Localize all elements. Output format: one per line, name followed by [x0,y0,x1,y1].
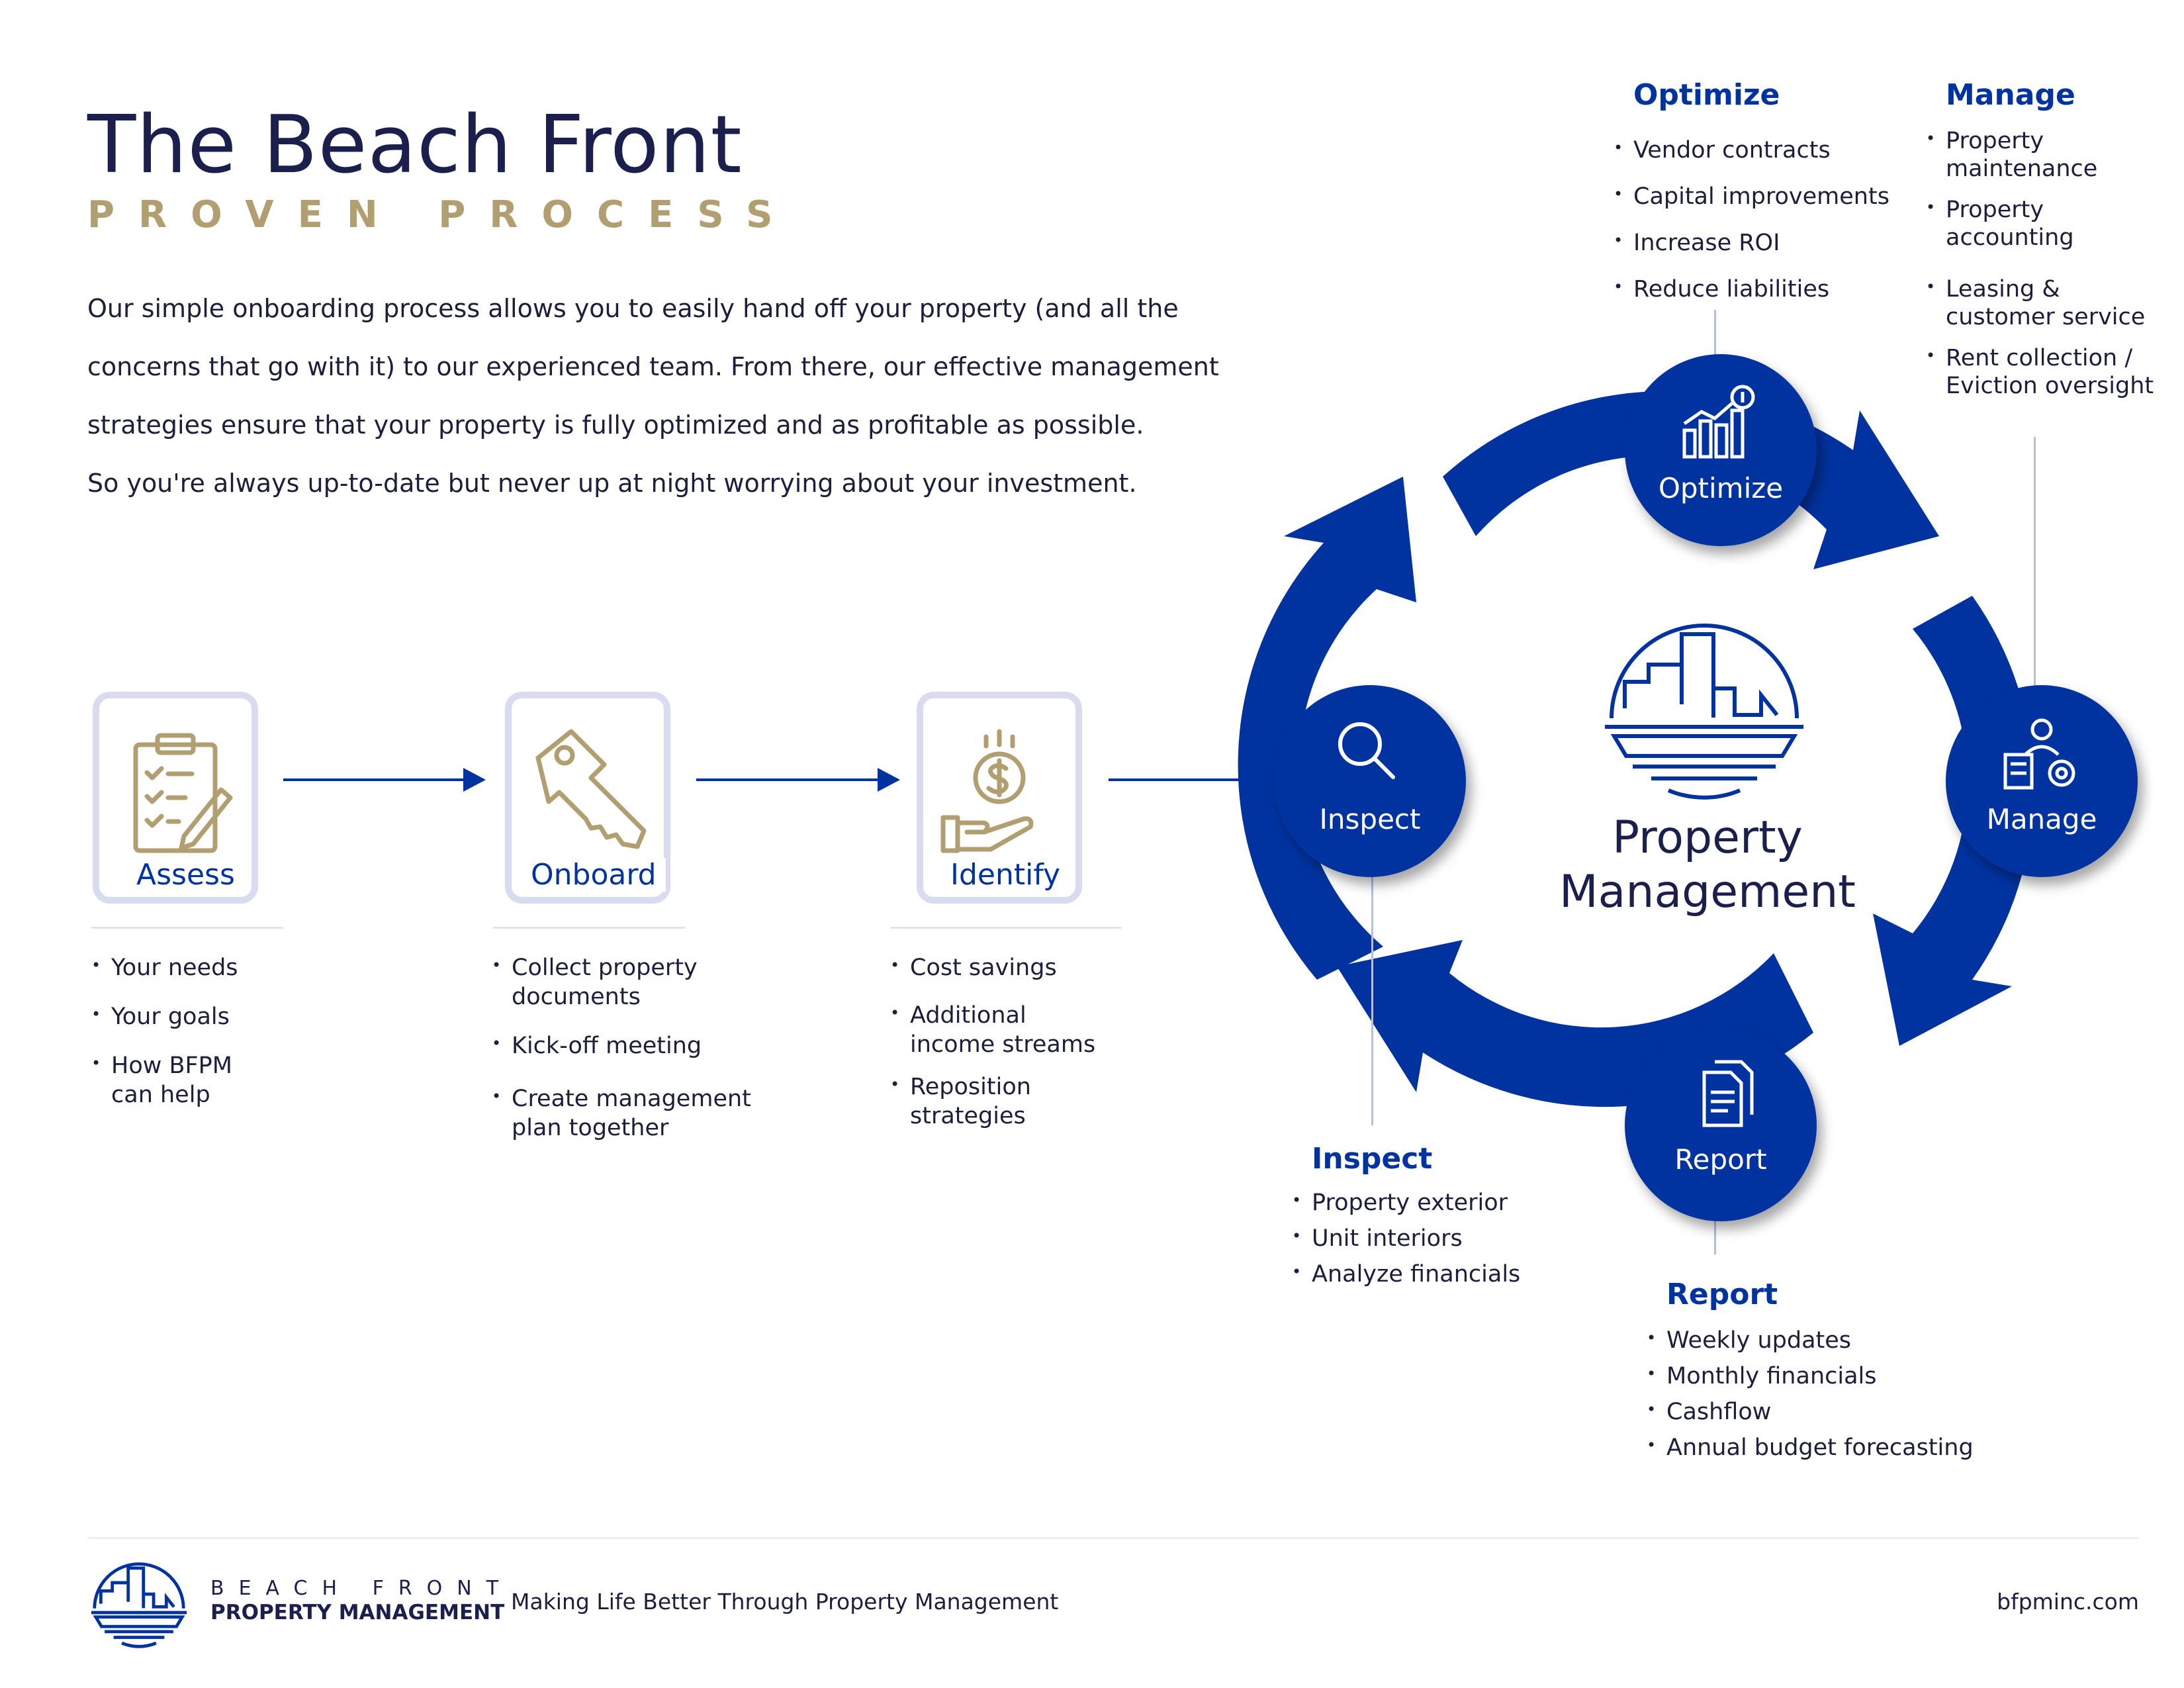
list-item: Property exterior [1292,1182,1520,1221]
list-item: Kick-off meeting [492,1029,751,1060]
intro-line: concerns that go with it) to our experie… [87,352,1219,381]
assess-bullets: Your needs Your goals How BFPM can help [91,951,238,1109]
company-logo-icon [1605,624,1803,800]
intro-line: Our simple onboarding process allows you… [87,294,1179,323]
optimize-node-label: Optimize [1658,472,1784,504]
list-item: customer service [1946,304,2146,330]
brand-name-top: BEACH FRONT [210,1577,514,1600]
divider [91,927,283,929]
list-item: Weekly updates [1647,1320,1974,1358]
report-node: Report [1625,1029,1817,1221]
documents-icon [1702,1060,1754,1127]
arrow-head-icon [878,768,900,792]
onboard-bullets: Collect property documents Kick-off meet… [492,951,751,1143]
manage-node: Manage [1946,685,2138,877]
clipboard-checklist-icon [133,733,233,853]
list-item: income streams [910,1031,1096,1058]
connector-line [1371,861,1373,1125]
connector-line [2034,437,2036,702]
report-details-title: Report [1666,1278,1778,1311]
list-item: Annual budget forecasting [1647,1427,1974,1466]
list-item: can help [111,1082,210,1108]
optimize-details-list: Vendor contracts Capital improvements In… [1614,124,1889,312]
magnifier-icon [1338,722,1395,779]
connector-line [1714,1205,1716,1254]
identify-bullets: Cost savings Additional income streams R… [890,951,1096,1131]
list-item: accounting [1946,224,2074,251]
list-item: Create management [492,1082,751,1113]
list-item: Eviction oversight [1946,373,2154,399]
intro-line: So you're always up-to-date but never up… [87,469,1137,498]
page-subtitle: PROVEN PROCESS [87,193,797,236]
intro-line: strategies ensure that your property is … [87,410,1144,440]
list-item: Rent collection / [1926,342,2154,372]
list-item: documents [512,984,641,1010]
list-item: Collect property [492,951,751,982]
list-item: Vendor contracts [1614,124,1889,173]
list-item: strategies [910,1103,1026,1129]
inspect-node-label: Inspect [1319,803,1421,835]
list-item: Reduce liabilities [1614,263,1889,312]
onboard-label: Onboard [522,858,666,892]
footer-tagline: Making Life Better Through Property Mana… [511,1589,1059,1615]
arrow-head-icon [463,768,486,792]
manager-gear-icon [2003,718,2075,790]
assess-label: Assess [127,858,244,892]
center-label: Property Management [1509,811,1906,919]
manage-node-label: Manage [1986,803,2097,835]
list-item: How BFPM [91,1049,238,1080]
list-item: plan together [512,1115,669,1141]
list-item: Analyze financials [1292,1254,1520,1292]
list-item: Increase ROI [1614,217,1889,266]
list-item: Reposition [890,1070,1095,1102]
list-item: Monthly financials [1647,1356,1974,1394]
list-item: Capital improvements [1614,171,1889,220]
list-item: Cost savings [890,951,1095,982]
list-item: Property [1926,124,2154,155]
divider [890,927,1122,929]
inspect-details-title: Inspect [1312,1142,1433,1176]
list-item: Unit interiors [1292,1218,1520,1256]
report-details-list: Weekly updates Monthly financials Cashfl… [1647,1320,1974,1466]
center-label-line: Property [1612,812,1803,864]
center-label-line: Management [1559,866,1856,918]
manage-details-list: Property maintenance Property accounting… [1926,124,2154,400]
flow-arrow [283,778,469,781]
list-item: Leasing & [1926,273,2154,303]
list-item: Additional [890,998,1095,1030]
list-item: Property [1926,193,2154,224]
list-item: Cashflow [1647,1391,1974,1430]
report-node-label: Report [1674,1143,1767,1176]
page-title: The Beach Front [87,99,743,191]
footer-logo-icon [91,1562,187,1648]
list-item: Your needs [91,951,238,982]
flow-arrow [1109,778,1254,781]
growth-chart-icon [1682,385,1755,459]
brand-name-bottom: PROPERTY MANAGEMENT [210,1601,505,1624]
optimize-node: Optimize [1625,354,1817,546]
manage-details-title: Manage [1946,78,2075,112]
inspect-details-list: Property exterior Unit interiors Analyze… [1292,1182,1520,1292]
identify-label: Identify [941,858,1070,892]
footer-divider [87,1537,2139,1539]
list-item: maintenance [1946,156,2098,182]
money-hand-icon [940,729,1034,853]
divider [493,927,685,929]
key-icon [535,729,647,849]
inspect-node: Inspect [1274,685,1466,877]
website-link[interactable]: bfpminc.com [1997,1589,2139,1615]
connector-line [1714,310,1716,371]
optimize-details-title: Optimize [1633,78,1780,112]
list-item: Your goals [91,1000,238,1031]
flow-arrow [696,778,883,781]
